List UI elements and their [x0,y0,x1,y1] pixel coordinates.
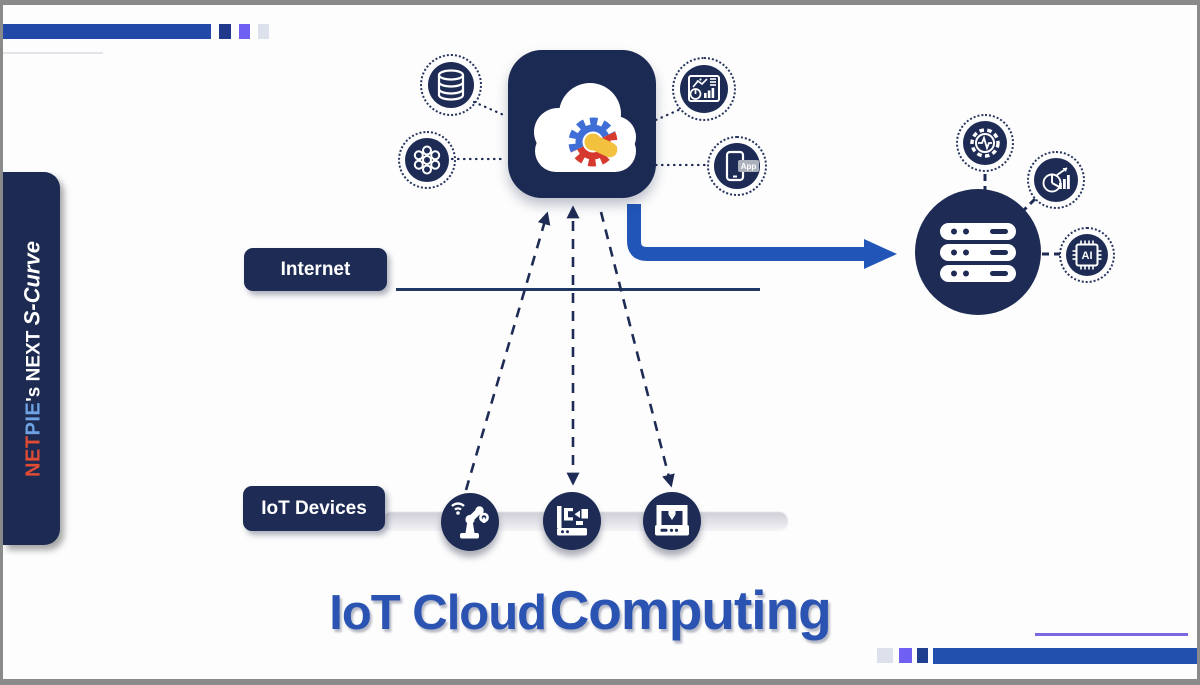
page-title: IoT Cloud Computing [265,578,895,642]
top-decor-bar [3,24,211,39]
server-rack-icon [940,223,1016,282]
arrow-cloud-to-printer [599,211,675,488]
pie-bar-chart-icon [1042,167,1070,193]
dashboard-chart-icon [688,75,720,102]
bottom-decor-thin-line [1035,633,1188,636]
title-part2: Computing [549,579,832,641]
bottom-decor-square-gray [877,648,893,663]
top-decor-square-purple [239,24,250,39]
iot-devices-label: IoT Devices [243,486,385,531]
printer-3d-icon [655,505,689,536]
mobile-app-satellite: App [707,136,767,196]
bottom-decor-square-navy [917,648,928,663]
cnc-machine-device [543,492,601,550]
dashboard-satellite [672,57,736,121]
internet-label: Internet [244,248,387,291]
bottom-decor-bar [933,648,1200,664]
netpie-cloud-gear-logo-icon [534,83,636,172]
robot-arm-icon [451,502,489,539]
gear-pulse-satellite [956,114,1014,172]
robot-arm-device [441,493,499,551]
arrow-robot-to-cloud [464,211,551,491]
mobile-app-icon: App [725,150,759,182]
server-hub-circle [915,189,1041,315]
top-decor-thin-line [0,52,103,54]
database-icon [437,69,465,101]
internet-label-text: Internet [280,258,351,280]
ai-chip-text: AI [1082,250,1093,262]
app-badge-text: App [741,162,757,171]
cnc-machine-icon [557,506,588,536]
ai-chip-satellite: AI [1059,227,1115,283]
sidebar-brand-tab: NETPIE's NEXT S-Curve [3,172,60,545]
top-decor-square-navy [219,24,231,39]
analytics-satellite [1027,151,1085,209]
gear-logo [568,117,618,167]
bottom-decor-square-purple [899,648,912,663]
title-part1: IoT Cloud [329,586,547,640]
iot-devices-label-text: IoT Devices [261,497,367,519]
cloud-hub-tile [508,50,656,198]
device-cloud-arrows [464,205,675,491]
gear-pulse-icon [970,128,1000,158]
database-satellite [420,54,482,116]
top-decor-square-gray [258,24,269,39]
network-satellite [398,131,456,189]
network-nodes-icon [413,145,441,175]
printer-3d-device [643,492,701,550]
cloud-to-server-arrow [627,204,897,269]
cloud-satellite-connectors [450,100,712,167]
ai-chip-icon: AI [1072,240,1102,270]
